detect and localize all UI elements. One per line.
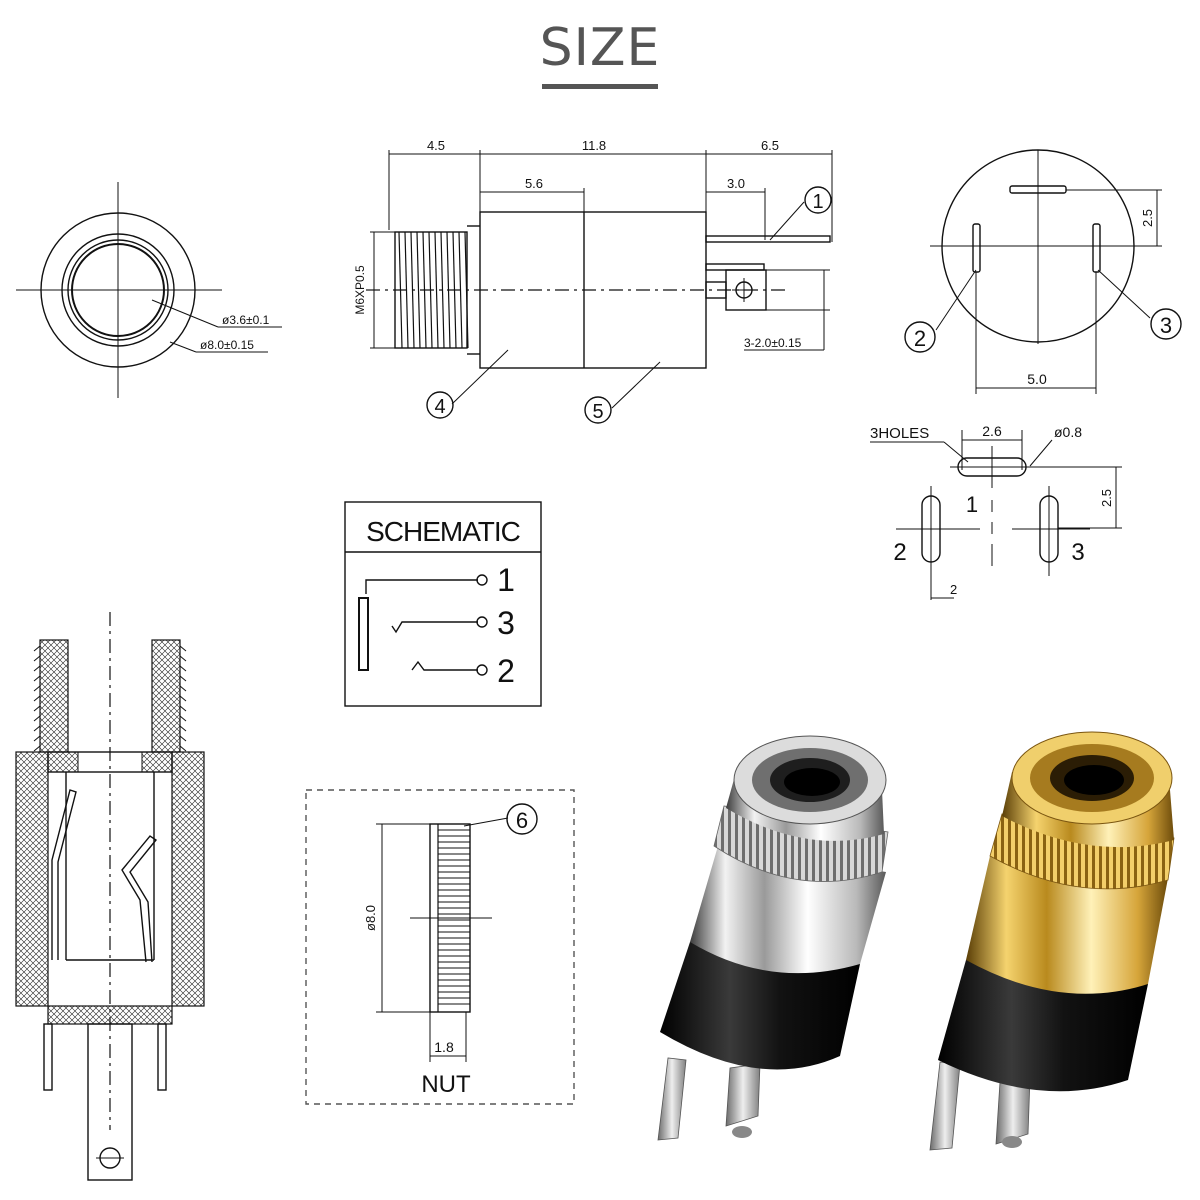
front-inner-dim: ø3.6±0.1 [222,313,270,327]
callout-3: 3 [1160,313,1172,338]
gold-jack-photo [929,731,1175,1151]
silver-jack-photo [657,735,889,1141]
page-title: SIZE [539,18,661,78]
front-view: ø3.6±0.1 ø8.0±0.15 [16,182,282,398]
nut-thickness: 1.8 [434,1039,454,1055]
pcb-dim-width: 2.6 [982,423,1002,439]
callout-4: 4 [434,396,445,418]
nut-diameter: ø8.0 [363,905,378,931]
pcb-pin-3: 3 [1071,539,1084,566]
pcb-label: 3HOLES [870,425,929,442]
schematic-pin-3: 3 [497,605,515,641]
cross-section [15,612,205,1181]
side-dim-b: 11.8 [582,138,606,153]
side-view: 4.5 11.8 6.5 5.6 3.0 M6XP0.5 3-2.0±0.1 [353,138,833,424]
pcb-dim-hole: ø0.8 [1054,424,1082,440]
pin-view: 2.5 5.0 2 3 [904,149,1182,394]
nut-label: NUT [421,1071,471,1098]
side-dim-e: 3.0 [727,176,745,191]
side-pins-dim: 3-2.0±0.15 [744,336,802,350]
schematic-box: SCHEMATIC 1 3 2 [344,501,542,707]
side-dim-c: 6.5 [761,138,779,153]
schematic-pin-2: 2 [497,653,515,689]
callout-6: 6 [516,808,528,833]
callout-5: 5 [592,401,603,423]
nut-drawing: ø8.0 1.8 NUT 6 [305,789,575,1105]
pcb-dim-small: 2 [950,582,957,597]
pin-dim-offset: 2.5 [1140,209,1155,227]
callout-1: 1 [812,191,823,213]
pin-dim-spacing: 5.0 [1027,371,1047,387]
side-thread: M6XP0.5 [353,265,367,315]
pcb-pin-1: 1 [966,492,978,517]
schematic-title: SCHEMATIC [366,516,521,547]
side-dim-a: 4.5 [427,138,445,153]
pcb-hole-layout: 3HOLES 2.6 ø0.8 2.5 1 2 3 2 [870,423,1122,600]
schematic-pin-1: 1 [497,562,515,598]
side-dim-d: 5.6 [525,176,543,191]
pcb-pin-2: 2 [893,539,906,566]
title-underline [542,84,658,89]
front-outer-dim: ø8.0±0.15 [200,338,254,352]
pcb-dim-offset: 2.5 [1099,489,1114,507]
callout-2: 2 [914,326,926,351]
